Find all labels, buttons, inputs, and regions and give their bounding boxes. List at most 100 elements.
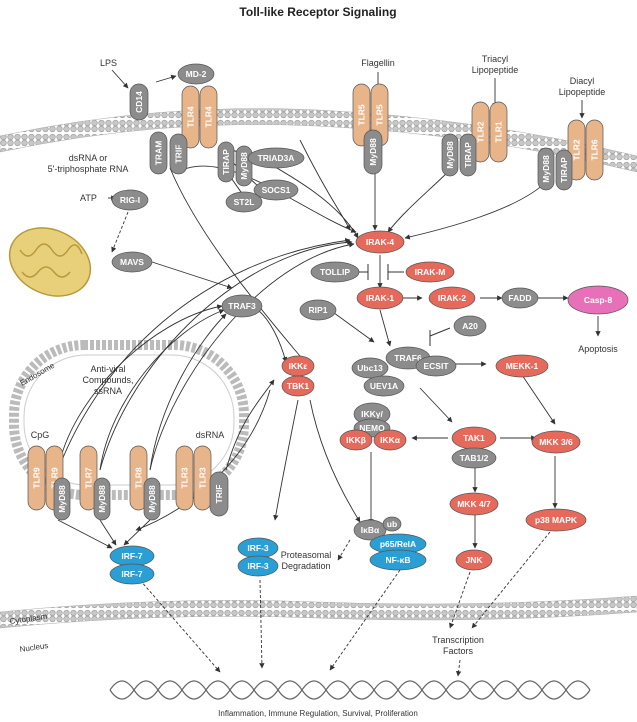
nucleus-label: Nucleus [19,641,49,654]
ikk-alpha: IKKα [373,429,407,451]
irf-7-b: IRF-7 [109,563,155,585]
tirap-tlr6: TIRAP [555,149,573,191]
mavs: MAVS [111,251,153,273]
myd88-tlr4-label: MyD88 [239,152,249,180]
transcription-label: Transcription [432,635,484,645]
proteasomal-label: Proteasomal [281,550,332,560]
ligand-dsrna-rig: dsRNA or [69,153,108,163]
trif-tlr3-label: TRIF [214,485,224,504]
irf-3-a: IRF-3 [237,537,279,559]
myd88-tlr9-label: MyD88 [57,485,67,513]
myd88-tlr6: MyD88 [537,147,555,191]
page-title: Toll-like Receptor Signaling [239,5,396,19]
jnk: JNK [455,549,493,571]
p38-mapk: p38 MAPK [525,508,587,532]
nf-kb: NF-κB [369,549,427,571]
ligand-diacyl-lipopeptide: Lipopeptide [559,87,606,97]
irf-3-b: IRF-3 [237,555,279,577]
ligand-triacyl-lipopeptide: Lipopeptide [472,65,519,75]
degradation-label: Degradation [281,561,330,571]
irak-4: IRAK-4 [355,230,405,254]
ligand-diacyl: Diacyl [570,76,595,86]
irf-7-b-label: IRF-7 [121,569,143,579]
tirap-tlr2: TIRAP [459,133,477,177]
uev1a: UEV1A [363,375,405,397]
trif-top-label: TRIF [174,145,184,164]
md-2-label: MD-2 [186,69,207,79]
apoptosis-label: Apoptosis [578,344,618,354]
ligand-triphosphate-rna: 5'-triphosphate RNA [48,164,129,174]
tlr5-right-label: TLR5 [375,104,385,126]
irak-4-label: IRAK-4 [366,237,395,247]
md-2: MD-2 [177,63,215,85]
irak-m: IRAK-M [405,261,455,283]
ubc13-label: Ubc13 [357,363,383,373]
myd88-tlr5: MyD88 [363,129,383,175]
factors-label: Factors [443,646,474,656]
ikk-alpha-label: IKKα [380,435,401,445]
nf-kb-label: NF-κB [385,555,410,565]
outcome-label: Inflammation, Immune Regulation, Surviva… [218,709,418,718]
ligand-flagellin: Flagellin [361,58,395,68]
endosome [9,340,249,500]
tollip: TOLLIP [310,261,360,283]
trif-top: TRIF [169,133,188,175]
tirap-top: TIRAP [217,141,235,183]
myd88-tlr8-label: MyD88 [147,485,157,513]
cd14: CD14 [129,83,149,121]
tlr4-left: TLR4 [181,85,200,149]
fadd-label: FADD [508,293,531,303]
ligand-antiviral: Anti-viral [90,364,125,374]
tram-label: TRAM [154,141,164,166]
cd14-label: CD14 [134,91,144,113]
tab1-2: TAB1/2 [451,447,497,469]
mitochondrion-icon [8,227,92,297]
myd88-tlr5-label: MyD88 [368,138,378,166]
casp-8: Casp-8 [567,285,629,315]
tlr1-label: TLR1 [494,121,504,143]
ligand-atp: ATP [80,193,97,203]
tirap-top-label: TIRAP [221,149,231,175]
tbk1-label: TBK1 [287,381,309,391]
ligand-ssrna: ssRNA [94,386,122,396]
ubc13: Ubc13 [351,357,389,379]
traf3-label: TRAF3 [228,301,256,311]
triad3a: TRIAD3A [247,147,305,169]
ubiquitin-label: ub [387,519,397,529]
mkk-4-7: MKK 4/7 [449,492,499,516]
tram: TRAM [149,131,168,175]
tlr8-label: TLR8 [134,467,144,489]
irak-1: IRAK-1 [356,286,404,310]
myd88-tlr8: MyD88 [143,477,161,521]
tak1: TAK1 [451,426,497,450]
tlr3-b: TLR3 [193,445,212,511]
tlr6-label: TLR6 [590,139,600,161]
ligand-lps: LPS [100,58,117,68]
myd88-tlr9: MyD88 [53,477,71,521]
nemo-label: NEMO [359,423,385,433]
myd88-tlr2-label: MyD88 [445,141,455,169]
rip1: RIP1 [299,299,337,321]
tollip-label: TOLLIP [320,267,350,277]
irak-2: IRAK-2 [428,286,476,310]
trif-tlr3: TRIF [209,471,229,517]
jnk-label: JNK [465,555,483,565]
irak-2-label: IRAK-2 [438,293,467,303]
socs1: SOCS1 [253,179,299,201]
ikk-epsilon: IKKε [281,355,315,377]
irak-1-label: IRAK-1 [366,293,395,303]
a20: A20 [453,315,487,337]
mkk-4-7-label: MKK 4/7 [457,499,491,509]
traf3: TRAF3 [221,294,263,318]
tlr4-right: TLR4 [199,85,218,149]
mkk-3-6-label: MKK 3/6 [539,437,573,447]
socs1-label: SOCS1 [262,185,291,195]
rip1-label: RIP1 [309,305,328,315]
tlr2-a-label: TLR2 [476,121,486,143]
myd88-tlr2: MyD88 [441,133,459,177]
mekk-1-label: MEKK-1 [506,361,539,371]
ikk-beta: IKKβ [339,429,373,451]
ecsit: ECSIT [415,355,457,377]
